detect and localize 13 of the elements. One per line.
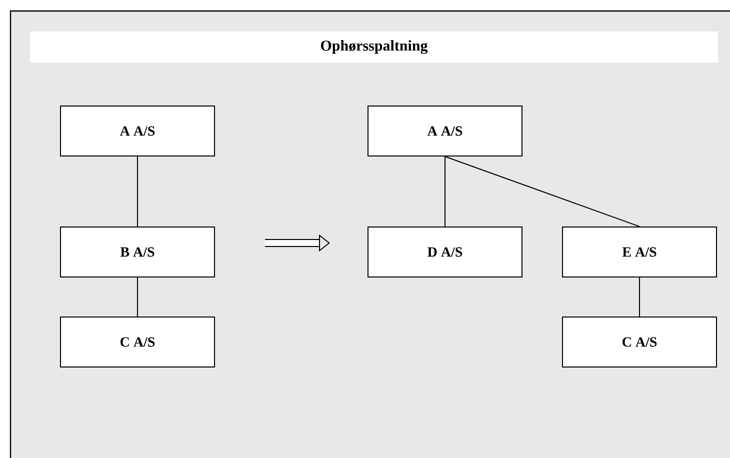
- connector-line: [137, 277, 138, 317]
- title-banner: Ophørsspaltning: [30, 32, 718, 62]
- company-box: A A/S: [60, 106, 215, 156]
- company-box: D A/S: [368, 226, 522, 278]
- company-box: C A/S: [60, 316, 215, 368]
- company-box: C A/S: [562, 316, 717, 368]
- company-box: E A/S: [562, 226, 717, 278]
- connector-line: [444, 156, 446, 227]
- connector-line: [444, 156, 640, 227]
- connector-line: [137, 156, 138, 227]
- company-box: B A/S: [60, 226, 215, 278]
- company-box: A A/S: [368, 106, 522, 156]
- connector-line: [639, 277, 640, 317]
